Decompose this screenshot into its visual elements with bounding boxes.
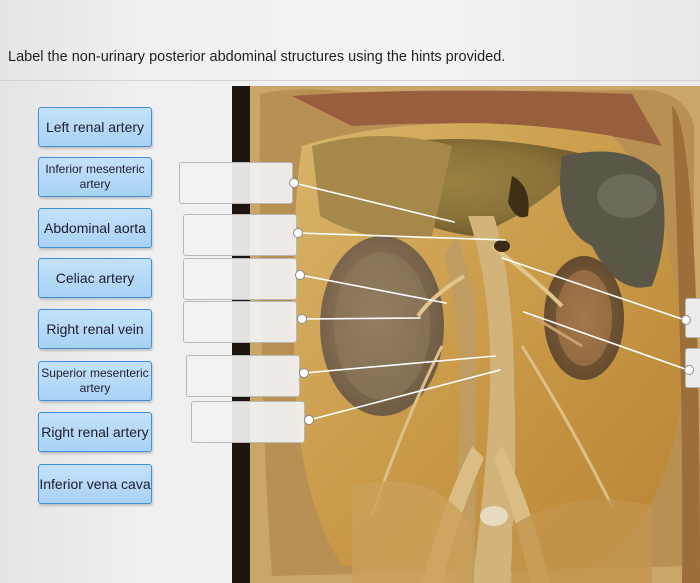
choice-label: Inferior vena cava — [39, 475, 151, 492]
drop-zone-1[interactable] — [179, 162, 293, 204]
choice-label: Left renal artery — [45, 118, 145, 135]
choice-label: Right renal vein — [46, 320, 144, 337]
choice-inferior-vena-cava[interactable]: Inferior vena cava — [38, 464, 152, 504]
drop-zone-6[interactable] — [191, 401, 305, 443]
anchor-handle — [297, 314, 307, 324]
drop-zone-5[interactable] — [186, 355, 300, 397]
anchor-handle — [684, 365, 694, 375]
drop-zone-3[interactable] — [183, 258, 297, 300]
drop-zone-2[interactable] — [183, 214, 297, 256]
choice-label: Superior mesenteric artery — [41, 366, 149, 395]
anchor-handle — [293, 228, 303, 238]
choice-superior-mesenteric-artery[interactable]: Superior mesenteric artery — [38, 361, 152, 401]
choice-label: Right renal artery — [41, 423, 149, 440]
choice-label: Abdominal aorta — [44, 219, 146, 236]
choice-label: Celiac artery — [55, 269, 135, 286]
choice-right-renal-vein[interactable]: Right renal vein — [38, 309, 152, 349]
choice-inferior-mesenteric-artery[interactable]: Inferior mesenteric artery — [38, 157, 152, 197]
anchor-handle — [289, 178, 299, 188]
header-divider — [0, 80, 700, 81]
anchor-handle — [295, 270, 305, 280]
choice-left-renal-artery[interactable]: Left renal artery — [38, 107, 152, 147]
choice-celiac-artery[interactable]: Celiac artery — [38, 258, 152, 298]
anchor-handle — [681, 315, 691, 325]
choice-abdominal-aorta[interactable]: Abdominal aorta — [38, 208, 152, 248]
choice-right-renal-artery[interactable]: Right renal artery — [38, 412, 152, 452]
drop-zone-4[interactable] — [183, 301, 297, 343]
anchor-handle — [304, 415, 314, 425]
anchor-handle — [299, 368, 309, 378]
instructions-text: Label the non-urinary posterior abdomina… — [8, 49, 506, 65]
dissection-image — [232, 86, 700, 583]
choice-label: Inferior mesenteric artery — [45, 162, 145, 191]
